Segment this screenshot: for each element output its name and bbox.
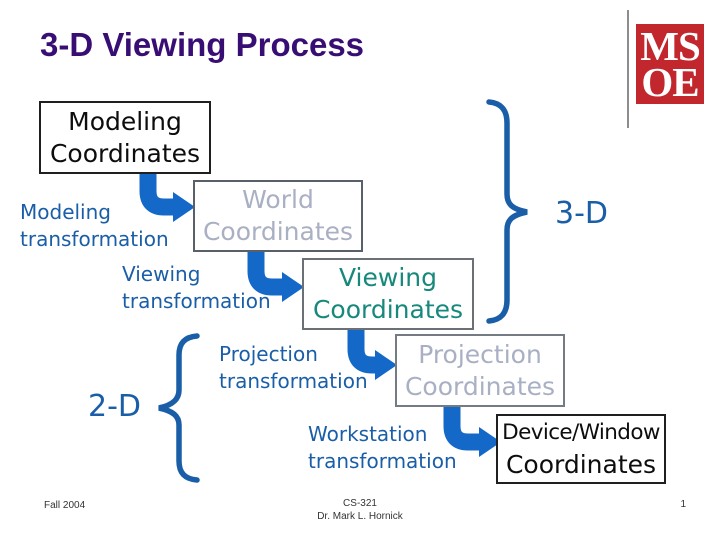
box-label-line: Coordinates — [49, 138, 201, 168]
box-label-line: Viewing — [339, 263, 437, 292]
msoe-logo-line1: MS — [640, 23, 701, 69]
msoe-logo: MS OE — [636, 24, 704, 104]
label-line: transformation — [20, 227, 169, 251]
box-label-line: Coordinates — [202, 217, 354, 246]
footer-course: CS-321 — [343, 498, 377, 509]
label-line: transformation — [122, 289, 271, 313]
label-line: Viewing — [122, 262, 201, 286]
footer-author: Dr. Mark L. Hornick — [317, 511, 403, 522]
label-line: Modeling — [20, 200, 111, 224]
footer-course-author: CS-321 Dr. Mark L. Hornick — [0, 497, 720, 523]
slide-title: 3-D Viewing Process — [40, 26, 365, 63]
label-line: Projection — [219, 342, 318, 366]
box-label-line: Coordinates — [505, 450, 657, 479]
box-label-line: Device/Window — [502, 420, 660, 445]
brace-2d — [158, 333, 200, 483]
box-label-line: Coordinates — [312, 295, 464, 324]
arrow-projection-to-device — [443, 407, 501, 457]
viewing-transformation-label: Viewing transformation — [122, 261, 271, 315]
label-line: Workstation — [308, 422, 428, 446]
label-line: transformation — [308, 449, 457, 473]
logo-divider-line — [627, 10, 629, 128]
world-coordinates-box: World Coordinates — [193, 180, 363, 252]
projection-coordinates-box: Projection Coordinates — [395, 334, 565, 407]
box-label-line: Modeling — [68, 106, 182, 136]
label-line: transformation — [219, 369, 368, 393]
modeling-transformation-label: Modeling transformation — [20, 199, 169, 253]
projection-transformation-label: Projection transformation — [219, 341, 368, 395]
box-label-line: Coordinates — [404, 371, 556, 401]
group-label-3d: 3-D — [555, 196, 609, 231]
workstation-transformation-label: Workstation transformation — [308, 421, 457, 475]
msoe-logo-line2: OE — [641, 59, 699, 105]
viewing-coordinates-box: Viewing Coordinates — [302, 258, 474, 330]
device-window-coordinates-box: Device/Window Coordinates — [496, 414, 666, 484]
modeling-coordinates-box: Modeling Coordinates — [39, 101, 211, 174]
brace-3d — [486, 99, 528, 324]
footer-page-number: 1 — [680, 499, 686, 510]
footer-date: Fall 2004 — [44, 500, 86, 511]
box-label-line: World — [242, 185, 314, 214]
box-label-line: Projection — [418, 339, 542, 369]
group-label-2d: 2-D — [88, 389, 142, 424]
